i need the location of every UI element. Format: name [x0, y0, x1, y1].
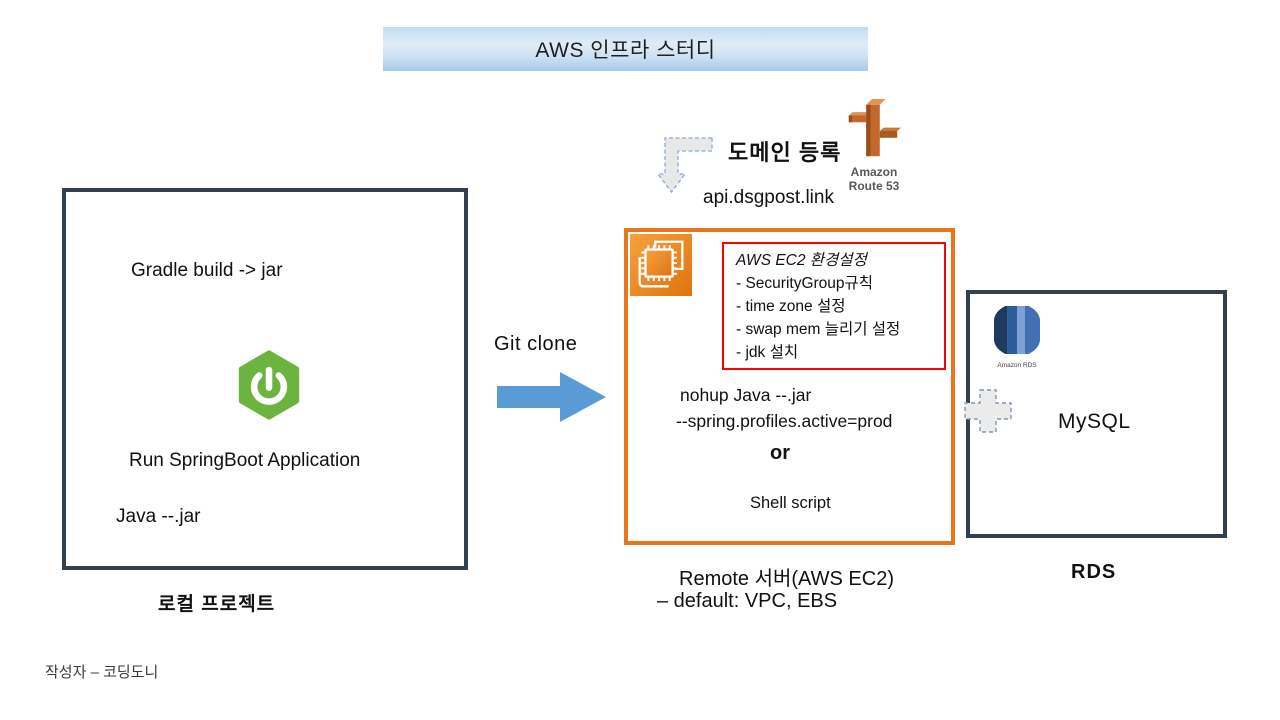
title-banner: AWS 인프라 스터디: [383, 27, 868, 71]
ec2-server-box: AWS EC2 환경설정 - SecurityGroup규칙 - time zo…: [624, 228, 955, 545]
page-title: AWS 인프라 스터디: [535, 39, 716, 62]
right-arrow-icon: [497, 371, 608, 428]
ec2-config-note: AWS EC2 환경설정 - SecurityGroup규칙 - time zo…: [722, 242, 946, 370]
remote-server-caption: Remote 서버(AWS EC2): [679, 568, 894, 590]
route53-icon: [842, 96, 904, 171]
gradle-build-text: Gradle build -> jar: [131, 260, 283, 281]
rds-box: Amazon RDS MySQL: [963, 290, 1227, 538]
ec2-config-item: - swap mem 늘리기 설정: [736, 321, 901, 338]
ec2-config-title: AWS EC2 환경설정: [736, 252, 867, 269]
shell-script-text: Shell script: [750, 494, 831, 512]
java-jar-text: Java --.jar: [116, 506, 201, 527]
rds-icon-label: Amazon RDS: [997, 361, 1037, 369]
local-project-box: Gradle build -> jar Run SpringBoot Appli…: [62, 188, 468, 570]
author-text: 작성자 – 코딩도니: [45, 664, 159, 681]
or-label: or: [770, 442, 790, 464]
mysql-label: MySQL: [1058, 410, 1131, 433]
spring-boot-icon: [234, 350, 304, 425]
domain-url-text: api.dsgpost.link: [703, 187, 834, 208]
ec2-icon: [630, 234, 692, 301]
route53-service-name: Amazon Route 53: [848, 165, 900, 193]
ec2-config-item: - SecurityGroup규칙: [736, 275, 874, 292]
rds-icon-group: Amazon RDS: [988, 304, 1046, 371]
git-clone-label: Git clone: [494, 333, 578, 355]
default-vpc-ebs-caption: – default: VPC, EBS: [657, 590, 838, 612]
rds-icon: [993, 305, 1041, 355]
ec2-config-item: - jdk 설치: [736, 344, 799, 361]
domain-register-label: 도메인 등록: [728, 140, 842, 165]
local-project-caption: 로컬 프로젝트: [158, 594, 276, 615]
spring-profile-text: --spring.profiles.active=prod: [676, 411, 893, 431]
rds-caption: RDS: [1071, 561, 1117, 583]
nohup-command-text: nohup Java --.jar: [680, 385, 812, 405]
ec2-config-item: - time zone 설정: [736, 298, 846, 315]
plus-icon: [963, 388, 1013, 439]
run-springboot-text: Run SpringBoot Application: [129, 450, 361, 471]
elbow-arrow-icon: [656, 136, 713, 199]
